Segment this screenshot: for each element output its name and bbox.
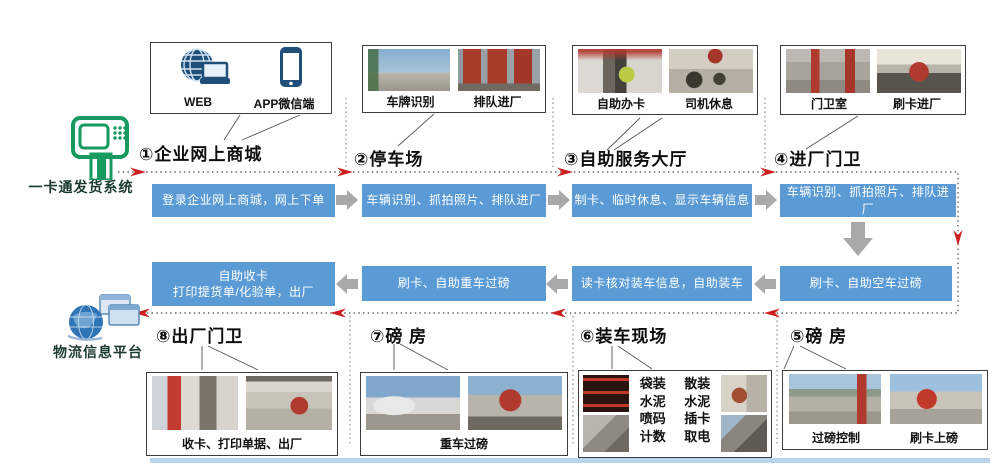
photo-loading-chute	[721, 415, 767, 452]
caption-loaded-weigh: 重车过磅	[439, 437, 488, 451]
loading-photos-right	[721, 375, 767, 453]
loading-photos-left	[583, 375, 629, 453]
step-label-1: ①企业网上商城	[139, 145, 263, 164]
loading-text-bagged: 袋装 水泥 喷码 计数	[639, 376, 666, 444]
photo-bagging-machine	[583, 415, 629, 452]
station-box-weighbridge-loaded: 重车过磅	[360, 372, 568, 456]
bottom-accent-bar	[150, 458, 990, 463]
loading-text-bulk: 散装 水泥 插卡 取电	[684, 376, 711, 444]
process-box-vehicle-id-1: 车辆识别、抓拍照片、排队进厂	[362, 184, 546, 217]
caption-swipe-on-scale: 刷卡上磅	[909, 431, 958, 445]
photo-insert-card	[721, 375, 767, 412]
step-label-5: ⑤磅 房	[790, 327, 848, 346]
logistics-globe-icon	[64, 292, 140, 347]
step-label-7: ⑦磅 房	[370, 327, 428, 346]
caption-driver-rest: 司机休息	[684, 97, 733, 111]
caption-swipe-entry: 刷卡进厂	[892, 97, 941, 111]
card-reader-icon	[58, 116, 142, 185]
photo-led-display	[583, 375, 629, 412]
step-label-4: ④进厂门卫	[774, 150, 862, 169]
photo-weigh-control	[788, 374, 881, 424]
step-label-8: ⑧出厂门卫	[156, 327, 244, 346]
caption-plate-recognition: 车牌识别	[386, 95, 435, 109]
step-label-6: ⑥装车现场	[580, 327, 668, 346]
caption-self-card: 自助办卡	[596, 97, 645, 111]
process-text-line2: 打印提货单/化验单，出厂	[172, 285, 315, 299]
station-box-exit-gate: 收卡、打印单据、出厂	[146, 372, 338, 456]
station-box-service-hall: 自助办卡 司机休息	[572, 45, 758, 115]
process-text: 读卡核对装车信息，自助装车	[580, 276, 744, 291]
step-label-3: ③自助服务大厅	[564, 150, 688, 169]
station-box-loading-site: 袋装 水泥 喷码 计数 散装 水泥 插卡 取电	[578, 370, 772, 458]
process-box-empty-weigh: 刷卡、自助空车过磅	[780, 266, 952, 301]
step-label-2: ②停车场	[354, 150, 424, 169]
station-box-parking: 车牌识别 排队进厂	[362, 45, 546, 113]
app-phone-icon	[278, 46, 304, 93]
process-box-verify-loading: 读卡核对装车信息，自助装车	[572, 266, 752, 301]
system-title: 一卡通发货系统	[28, 179, 134, 195]
photo-exit-lane	[246, 376, 332, 430]
photo-swipe-on-scale	[889, 374, 982, 424]
callout-tails	[201, 113, 859, 371]
photo-self-card-kiosk	[577, 49, 662, 93]
photo-tanker-truck	[366, 376, 460, 430]
process-text: 车辆识别、抓拍照片、排队进厂	[366, 193, 542, 208]
process-box-collect-card-print: 自助收卡 打印提货单/化验单，出厂	[152, 262, 335, 306]
photo-plate-recognition	[368, 49, 450, 91]
photo-exit-gate-closeup	[152, 376, 238, 430]
process-text: 刷卡、自助重车过磅	[397, 276, 511, 291]
process-box-make-card: 制卡、临时休息、显示车辆信息	[572, 184, 752, 217]
photo-driver-lounge	[668, 49, 753, 93]
process-box-order-online: 登录企业网上商城，网上下单	[152, 184, 335, 217]
process-text: 登录企业网上商城，网上下单	[162, 193, 325, 208]
photo-truck-queue	[458, 49, 540, 91]
caption-web: WEB	[184, 95, 212, 109]
process-text-line1: 自助收卡	[218, 268, 269, 283]
web-globe-icon	[179, 47, 231, 92]
station-box-weighbridge-empty: 过磅控制 刷卡上磅	[782, 370, 988, 450]
station-box-online-mall: WEB APP微信端	[150, 42, 332, 114]
caption-exit-gate: 收卡、打印单据、出厂	[181, 437, 302, 451]
process-text: 刷卡、自助空车过磅	[809, 276, 923, 291]
caption-queue-entry: 排队进厂	[473, 95, 522, 109]
station-box-entry-gate: 门卫室 刷卡进厂	[780, 45, 966, 115]
platform-title: 物流信息平台	[53, 344, 143, 360]
caption-gatehouse: 门卫室	[810, 97, 847, 111]
photo-gatehouse	[785, 49, 870, 93]
process-text: 制卡、临时休息、显示车辆信息	[574, 193, 750, 208]
process-box-loaded-weigh: 刷卡、自助重车过磅	[362, 266, 546, 301]
caption-app-wechat: APP微信端	[253, 97, 315, 111]
caption-weigh-control: 过磅控制	[811, 431, 860, 445]
process-text: 车辆识别、抓拍照片、排队进厂	[786, 185, 950, 216]
process-box-vehicle-id-2: 车辆识别、抓拍照片、排队进厂	[780, 184, 956, 217]
photo-red-truck-weigh	[468, 376, 562, 430]
photo-swipe-entry	[876, 49, 961, 93]
